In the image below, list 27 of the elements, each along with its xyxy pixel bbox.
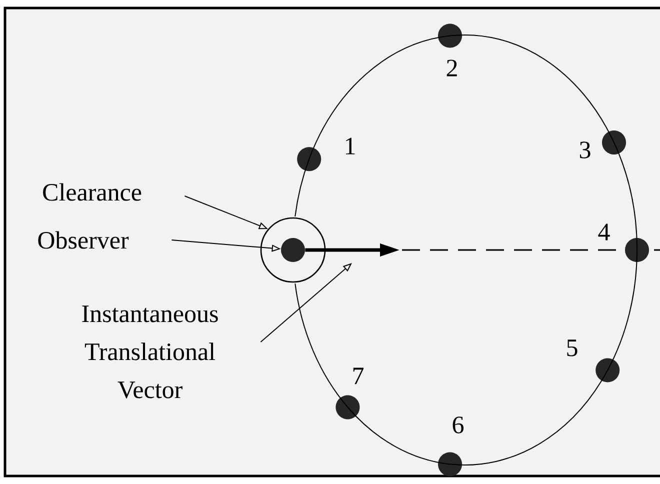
- point-number: 7: [353, 368, 364, 384]
- path-arc: [450, 370, 608, 466]
- path-arc: [450, 34, 614, 143]
- point-dot: [596, 358, 620, 382]
- path-arc: [614, 142, 638, 250]
- path-arc: [294, 283, 348, 408]
- point-dot: [602, 130, 626, 154]
- point-dot: [438, 24, 462, 48]
- path-arc: [294, 158, 310, 217]
- clearance-circle: [260, 217, 326, 283]
- path-arc: [347, 406, 450, 465]
- callout-text: Observer: [38, 231, 129, 249]
- path-arc: [308, 35, 450, 160]
- point-dot: [336, 395, 360, 420]
- path-arc: [607, 250, 638, 371]
- callout-text: Clearance: [43, 183, 142, 201]
- point-dot: [438, 452, 462, 476]
- point-dot: [297, 147, 322, 172]
- point-number: 3: [580, 142, 590, 158]
- point-number: 2: [446, 60, 457, 76]
- observer-dot: [281, 238, 305, 262]
- point-number: 5: [567, 340, 578, 356]
- point-number: 1: [346, 138, 355, 154]
- point-dot: [625, 238, 649, 262]
- callout-text: Instantaneous Translational Vector: [82, 306, 218, 398]
- point-number: 4: [598, 224, 610, 240]
- point-number: 6: [452, 416, 464, 434]
